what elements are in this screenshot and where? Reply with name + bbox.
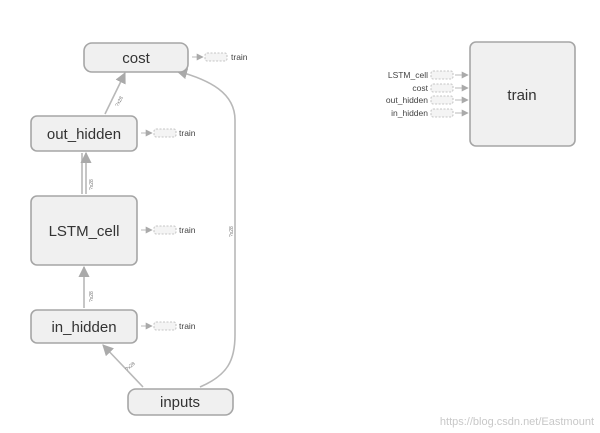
edge-label-inputs-to-cost: ?x28: [229, 226, 235, 237]
edge-inputs-to-in-hidden: [102, 344, 144, 388]
train-input-lstm-cell[interactable]: LSTM_cell: [388, 70, 469, 80]
edge-inputs-to-cost: [175, 68, 236, 388]
stub-lstm-cell-train-label: train: [179, 225, 196, 235]
node-cost[interactable]: cost: [83, 42, 189, 73]
train-input-in-hidden[interactable]: in_hidden: [391, 108, 469, 118]
node-lstm-cell-label: LSTM_cell: [49, 223, 120, 240]
stub-cost-train[interactable]: train: [192, 52, 248, 62]
node-lstm-cell[interactable]: LSTM_cell: [30, 195, 138, 266]
node-in-hidden-label: in_hidden: [51, 319, 116, 336]
node-train[interactable]: train: [469, 41, 576, 147]
edge-label-inputs-to-in: ?x28: [124, 361, 136, 373]
node-in-hidden[interactable]: in_hidden: [30, 309, 138, 344]
edge-label-in-to-lstm: ?x28: [89, 291, 95, 302]
stub-in-hidden-train[interactable]: train: [141, 321, 196, 331]
node-inputs-label: inputs: [160, 394, 200, 411]
stub-in-hidden-train-label: train: [179, 321, 196, 331]
edge-label-lstm-to-out: ?x28: [89, 179, 95, 190]
node-out-hidden-label: out_hidden: [47, 126, 121, 143]
train-input-cost-label: cost: [412, 83, 428, 93]
node-cost-label: cost: [122, 50, 150, 67]
train-input-cost[interactable]: cost: [412, 83, 469, 93]
edge-out-hidden-to-cost: [104, 71, 126, 115]
stub-out-hidden-train[interactable]: train: [141, 128, 196, 138]
stub-lstm-cell-train[interactable]: train: [141, 225, 196, 235]
stub-cost-train-label: train: [231, 52, 248, 62]
train-input-out-hidden-label: out_hidden: [386, 95, 428, 105]
train-input-in-hidden-label: in_hidden: [391, 108, 428, 118]
node-train-label: train: [507, 87, 536, 104]
node-out-hidden[interactable]: out_hidden: [30, 115, 138, 152]
stub-out-hidden-train-label: train: [179, 128, 196, 138]
edge-label-out-to-cost: ?x28: [114, 95, 124, 108]
node-inputs[interactable]: inputs: [127, 388, 234, 416]
train-input-out-hidden[interactable]: out_hidden: [386, 95, 469, 105]
train-input-lstm-cell-label: LSTM_cell: [388, 70, 428, 80]
watermark: https://blog.csdn.net/Eastmount: [440, 416, 594, 428]
